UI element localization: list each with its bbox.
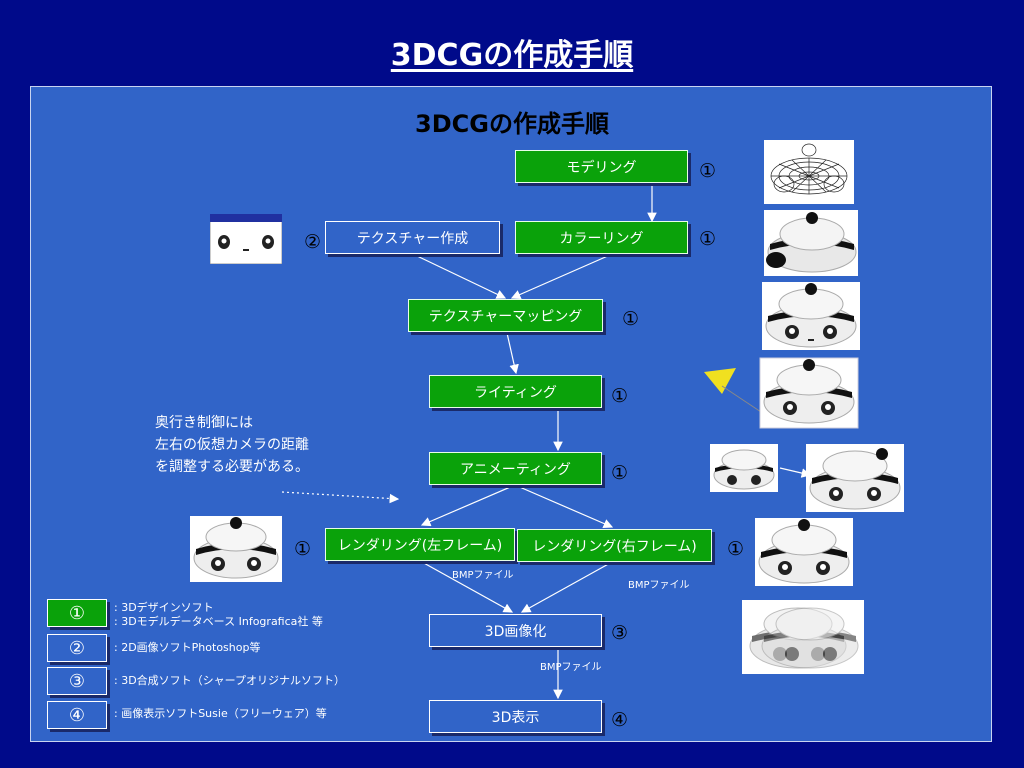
arrow-texture-mapping — [414, 254, 507, 299]
lighting-model-image — [704, 357, 859, 429]
stereo-composite-image — [742, 600, 864, 674]
legend-text-4: : 画像表示ソフトSusie（フリーウェア）等 — [114, 707, 327, 720]
texture-face-image — [210, 214, 282, 264]
note-line-3: を調整する必要がある。 — [155, 459, 309, 475]
marker-lighting: ① — [611, 385, 629, 407]
animation-large-image — [806, 444, 904, 512]
legend-marker-3: ③ — [47, 667, 107, 695]
depth-control-note: 奥行き制御には 左右の仮想カメラの距離 を調整する必要がある。 — [155, 412, 309, 478]
legend-text-1: : 3Dデザインソフト : 3Dモデルデータベース Infografica社 等 — [114, 601, 323, 629]
note-line-1: 奥行き制御には — [155, 415, 253, 431]
light-source-icon — [704, 368, 736, 394]
arrow-left-imaging — [421, 561, 514, 613]
step-3d-display: 3D表示 — [429, 700, 602, 733]
mapped-model-image — [762, 282, 860, 350]
step-modeling: モデリング — [515, 150, 688, 183]
step-3d-imaging: 3D画像化 — [429, 614, 602, 647]
legend-1-line-2: : 3Dモデルデータベース Infografica社 等 — [114, 615, 323, 628]
marker-modeling: ① — [699, 160, 717, 182]
page-title: 3DCGの作成手順 — [390, 38, 634, 73]
arrow-animating-right — [514, 484, 614, 529]
step-render-left: レンダリング(左フレーム) — [325, 528, 515, 561]
bmp-label-left: BMPファイル — [452, 570, 514, 581]
legend-marker-4: ④ — [47, 701, 107, 729]
step-render-right: レンダリング(右フレーム) — [517, 529, 712, 562]
legend-marker-1: ① — [47, 599, 107, 627]
marker-animating: ① — [611, 462, 629, 484]
bmp-label-imaging: BMPファイル — [540, 662, 602, 673]
step-coloring: カラーリング — [515, 221, 688, 254]
bmp-label-right: BMPファイル — [628, 580, 690, 591]
legend-text-3: : 3D合成ソフト（シャープオリジナルソフト） — [114, 674, 346, 687]
marker-coloring: ① — [699, 228, 717, 250]
legend-marker-2: ② — [47, 634, 107, 662]
arrow-right-imaging — [520, 561, 613, 613]
marker-display: ④ — [611, 709, 629, 731]
diagram-title: 3DCGの作成手順 — [415, 110, 609, 138]
arrow-small-large — [779, 467, 812, 478]
note-line-2: 左右の仮想カメラの距離 — [155, 437, 309, 453]
step-texture-mapping: テクスチャーマッピング — [408, 299, 603, 332]
animation-small-image — [710, 444, 778, 492]
wireframe-model-image — [764, 140, 854, 204]
arrow-animating-left — [420, 484, 516, 527]
render-left-image — [190, 516, 282, 582]
marker-render-right: ① — [727, 538, 745, 560]
arrow-coloring-mapping — [510, 254, 611, 300]
marker-imaging: ③ — [611, 622, 629, 644]
step-lighting: ライティング — [429, 375, 602, 408]
render-right-image — [755, 518, 853, 586]
marker-texture-create: ② — [304, 231, 322, 253]
marker-render-left: ① — [294, 538, 312, 560]
legend-text-2: : 2D画像ソフトPhotoshop等 — [114, 641, 261, 654]
step-animating: アニメーティング — [429, 452, 602, 485]
marker-mapping: ① — [622, 308, 640, 330]
step-texture-create: テクスチャー作成 — [325, 221, 500, 254]
arrow-mapping-lighting — [506, 332, 519, 375]
legend-1-line-1: : 3Dデザインソフト — [114, 601, 214, 614]
colored-model-image — [764, 210, 858, 276]
dotted-note-pointer — [281, 491, 400, 504]
